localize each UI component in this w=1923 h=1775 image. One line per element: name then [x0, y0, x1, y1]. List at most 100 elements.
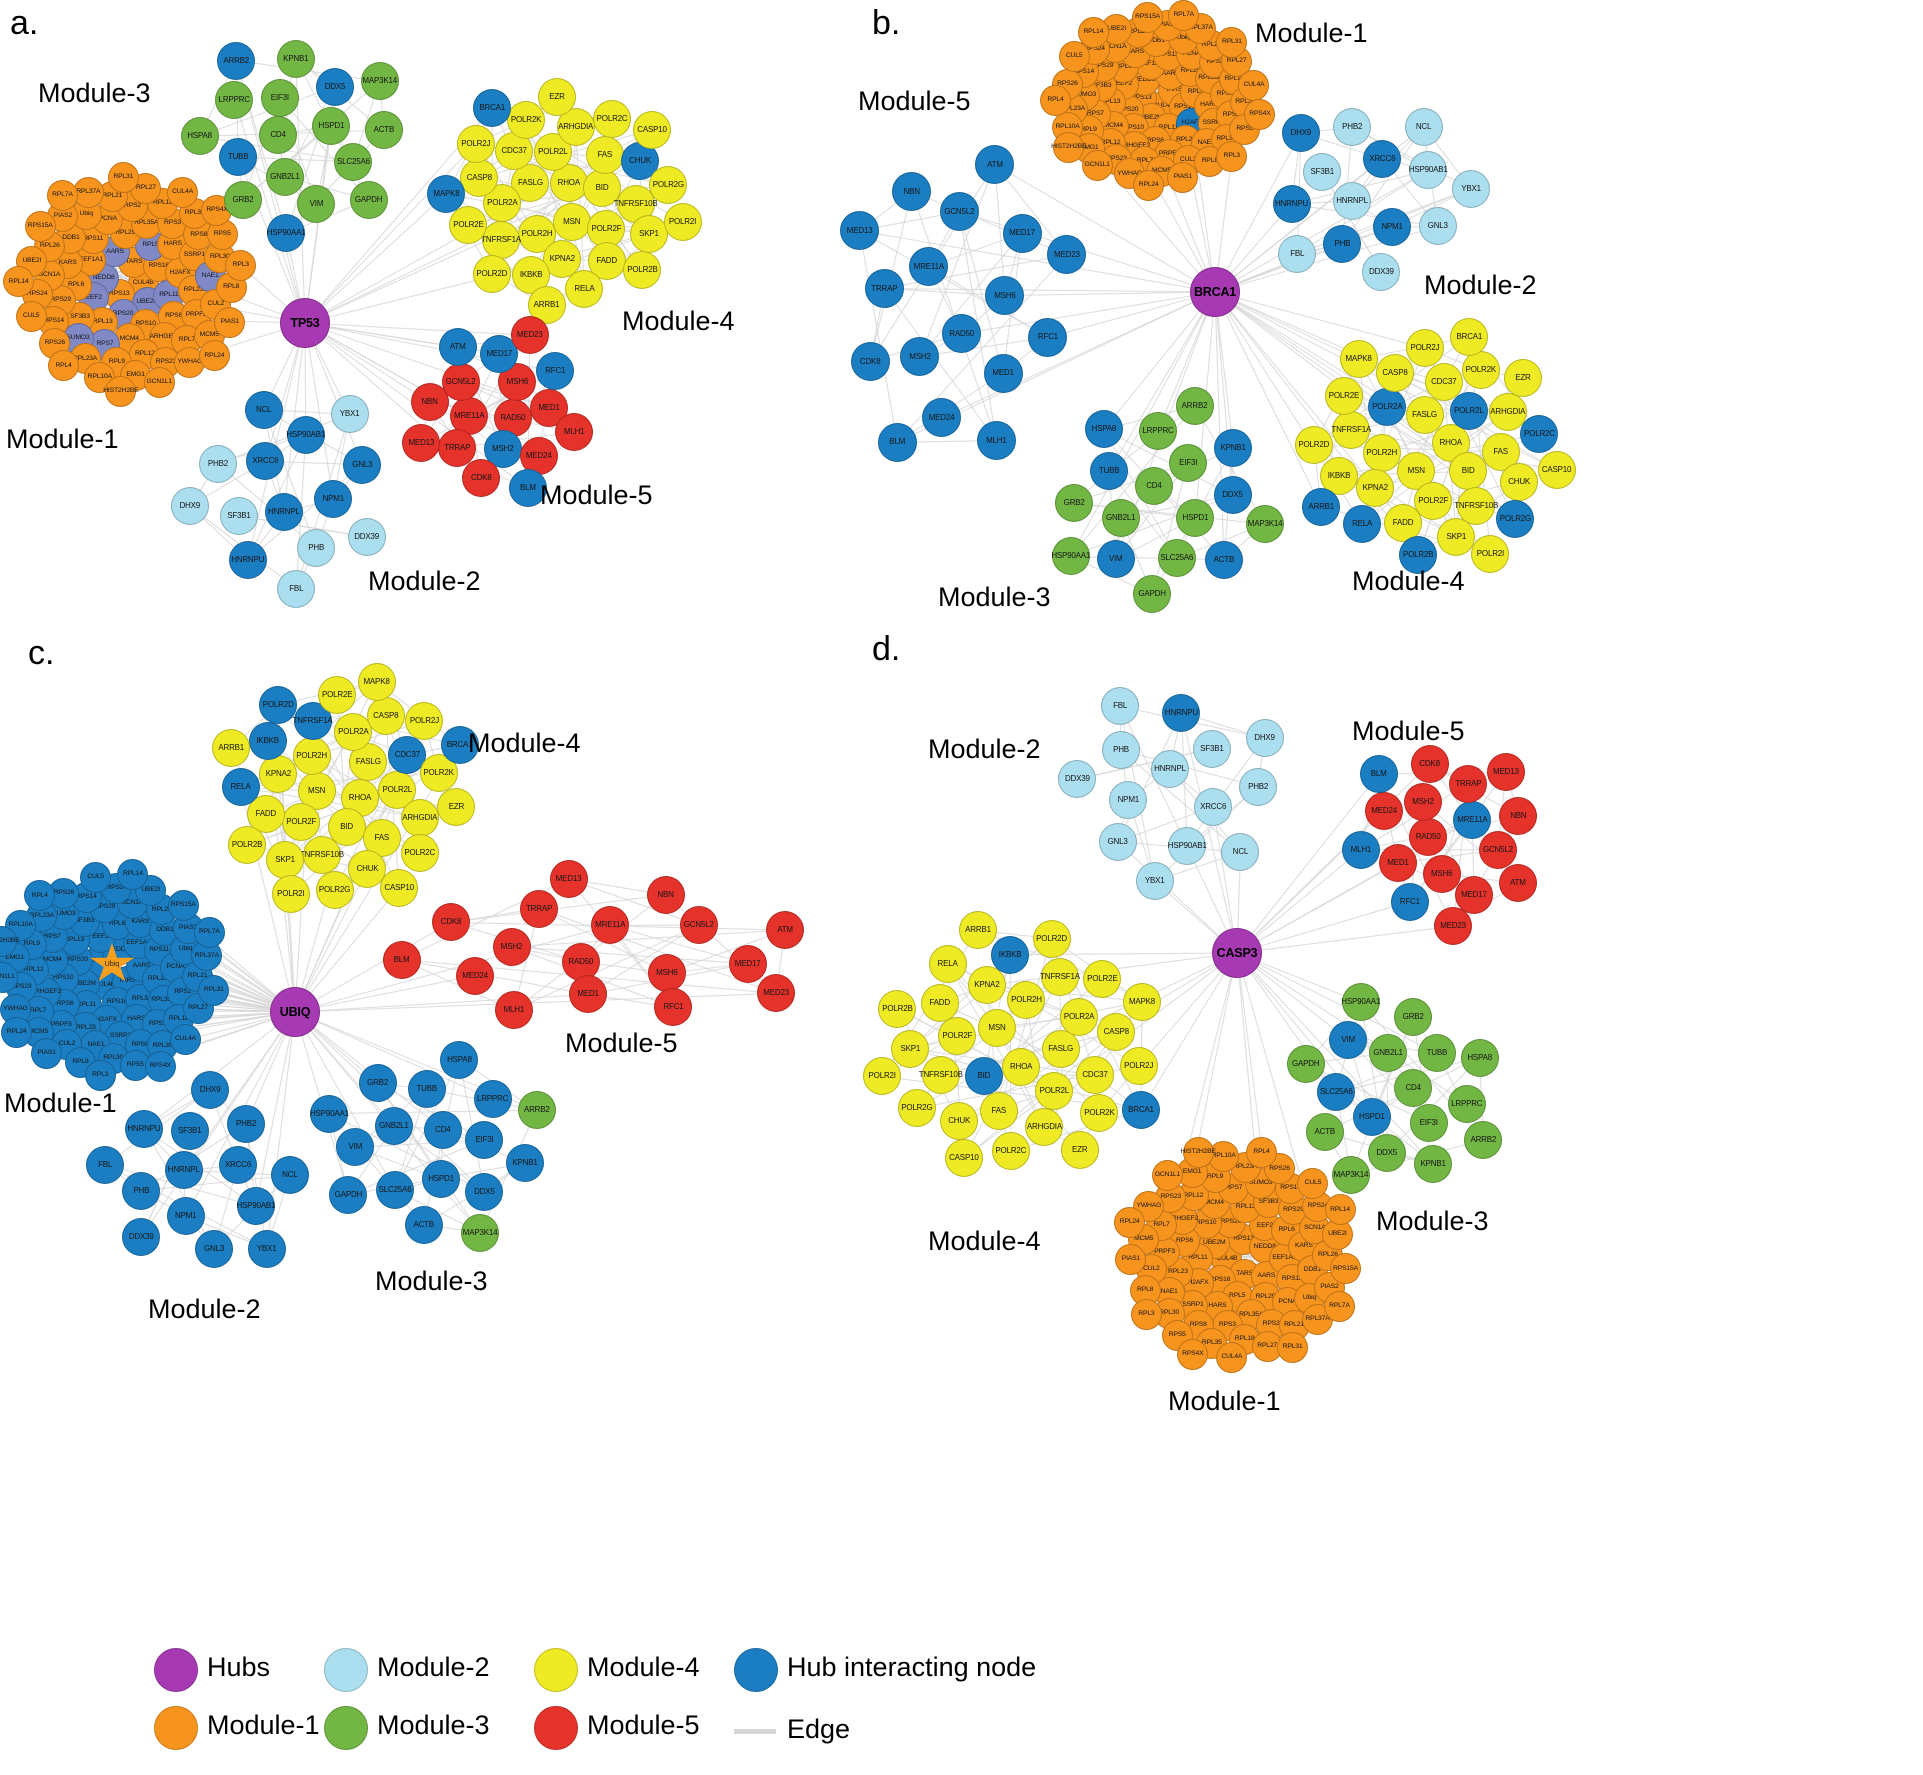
gene-node-mlh1: MLH1	[976, 421, 1016, 461]
legend-swatch-module-1	[154, 1706, 198, 1750]
gene-node-mlh1: MLH1	[555, 413, 594, 452]
gene-node-hsp90ab1: HSP90AB1	[286, 415, 325, 454]
gene-node-med13: MED13	[402, 424, 441, 463]
gene-node-trrap: TRRAP	[520, 889, 559, 928]
edge	[1214, 291, 1376, 489]
edge	[1047, 291, 1216, 338]
gene-node-msh2: MSH2	[492, 927, 531, 966]
gene-node-rpl31: RPL31	[1216, 26, 1248, 58]
panel-letter: b.	[872, 4, 901, 42]
gene-node-ybx1: YBX1	[1452, 169, 1491, 208]
gene-node-rps15a: RPS15A	[1132, 1, 1164, 33]
gene-node-fbl: FBL	[277, 569, 316, 608]
gene-node-hnrnpl: HNRNPL	[264, 493, 303, 532]
gene-node-hsp90ab1: HSP90AB1	[1168, 827, 1207, 866]
edge	[994, 164, 1216, 293]
edge	[304, 187, 603, 324]
gene-node-atm: ATM	[1498, 863, 1537, 902]
gene-node-hsp90ab1: HSP90AB1	[1409, 151, 1448, 190]
gene-node-cdk8: CDK8	[432, 903, 471, 942]
gene-node-gnl3: GNL3	[343, 445, 382, 484]
gene-node-gapdh: GAPDH	[1133, 575, 1172, 614]
gene-node-trrap: TRRAP	[1449, 764, 1488, 803]
gene-node-brca1: BRCA1	[1450, 318, 1489, 357]
gene-node-atm: ATM	[766, 911, 805, 950]
legend-label-module-3: Module-3	[377, 1710, 490, 1740]
gene-node-arrb2: ARRB2	[1175, 387, 1214, 426]
gene-node-rpl31: RPL31	[198, 974, 230, 1006]
gene-node-gnl3: GNL3	[1418, 207, 1457, 246]
gene-node-gnl3: GNL3	[195, 1229, 234, 1268]
gene-node-ezr: EZR	[1503, 359, 1542, 398]
gene-node-gcn5l2: GCN5L2	[1478, 830, 1517, 869]
edge	[1236, 862, 1399, 954]
edge	[141, 1174, 290, 1192]
gene-node-rad50: RAD50	[942, 314, 982, 354]
gene-node-polr2h: POLR2H	[518, 214, 557, 253]
gene-node-ybx1: YBX1	[330, 395, 369, 434]
edge	[233, 99, 306, 324]
gene-node-arrb1: ARRB1	[527, 286, 566, 325]
gene-node-rpl24: RPL24	[1, 1016, 33, 1048]
gene-node-polr2h: POLR2H	[1007, 981, 1046, 1020]
gene-node-rfc1: RFC1	[1390, 882, 1429, 921]
gene-node-ybx1: YBX1	[247, 1229, 286, 1268]
gene-node-rpl7a: RPL7A	[1323, 1290, 1355, 1322]
gene-node-rpl3: RPL3	[225, 250, 257, 282]
gene-node-rpl3: RPL3	[1130, 1299, 1162, 1331]
gene-node-dhx9: DHX9	[1245, 719, 1284, 758]
gene-node-mapk8: MAPK8	[427, 174, 466, 213]
gene-node-cul5: CUL5	[15, 301, 47, 333]
gene-node-ddx5: DDX5	[315, 67, 354, 106]
gene-node-rpl7a: RPL7A	[46, 179, 78, 211]
gene-node-mlh1: MLH1	[1341, 830, 1380, 869]
gene-node-dhx9: DHX9	[191, 1071, 230, 1110]
gene-node-cd4: CD4	[423, 1110, 462, 1149]
gene-node-polr2d: POLR2D	[472, 254, 511, 293]
edge	[294, 1011, 396, 1191]
gene-node-gapdh: GAPDH	[1286, 1044, 1325, 1083]
gene-node-polr2j: POLR2J	[405, 702, 444, 741]
gene-node-brca1: BRCA1	[440, 725, 479, 764]
gene-node-npm1: NPM1	[1109, 780, 1148, 819]
gene-node-polr2e: POLR2E	[1083, 959, 1122, 998]
gene-node-msh6: MSH6	[985, 276, 1025, 316]
gene-node-gnl3: GNL3	[1098, 822, 1137, 861]
gene-node-tnfrsf1a: TNFRSF1A	[481, 221, 521, 260]
gene-node-arrb2: ARRB2	[217, 41, 256, 80]
edge	[1236, 901, 1411, 954]
gene-node-casp10: CASP10	[944, 1139, 983, 1178]
gene-node-polr2k: POLR2K	[419, 754, 458, 793]
gene-node-rhoa: RHOA	[1431, 424, 1470, 463]
gene-node-grb2: GRB2	[358, 1064, 397, 1103]
gene-node-ncl: NCL	[1404, 108, 1443, 147]
gene-node-fas: FAS	[362, 818, 401, 857]
edge	[961, 291, 1216, 335]
gene-node-tubb: TUBB	[1090, 452, 1129, 491]
gene-node-gcn1l1: GCN1L1	[1081, 150, 1113, 182]
gene-node-polr2g: POLR2G	[1496, 499, 1535, 538]
gene-node-tubb: TUBB	[219, 138, 258, 177]
gene-node-cdc37: CDC37	[1424, 362, 1463, 401]
gene-node-hnrnpl: HNRNPL	[1333, 181, 1372, 220]
gene-node-arhgdia: ARHGDIA	[556, 107, 595, 146]
gene-node-msh6: MSH6	[647, 954, 686, 992]
gene-node-polr2d: POLR2D	[1032, 919, 1071, 958]
gene-node-gcn5l2: GCN5L2	[939, 192, 979, 232]
gene-node-cul4a: CUL4A	[1238, 69, 1270, 101]
gene-node-grb2: GRB2	[1055, 483, 1094, 522]
gene-node-polr2c: POLR2C	[991, 1132, 1030, 1171]
module-label: Module-5	[565, 1028, 678, 1058]
module-label: Module-2	[148, 1294, 261, 1324]
gene-node-tnfrsf10b: TNFRSF10B	[300, 835, 344, 874]
edge	[1236, 952, 1438, 1054]
edge	[513, 924, 699, 1011]
gene-node-arrb1: ARRB1	[212, 729, 251, 767]
edge	[911, 191, 1068, 256]
gene-node-hist2h2be: HIST2H2BE	[1181, 1136, 1216, 1168]
gene-node-casp8: CASP8	[1097, 1012, 1136, 1051]
gene-node-ddx39: DDX39	[1362, 252, 1401, 291]
edge	[304, 193, 447, 324]
gene-node-rpl24: RPL24	[198, 340, 230, 372]
